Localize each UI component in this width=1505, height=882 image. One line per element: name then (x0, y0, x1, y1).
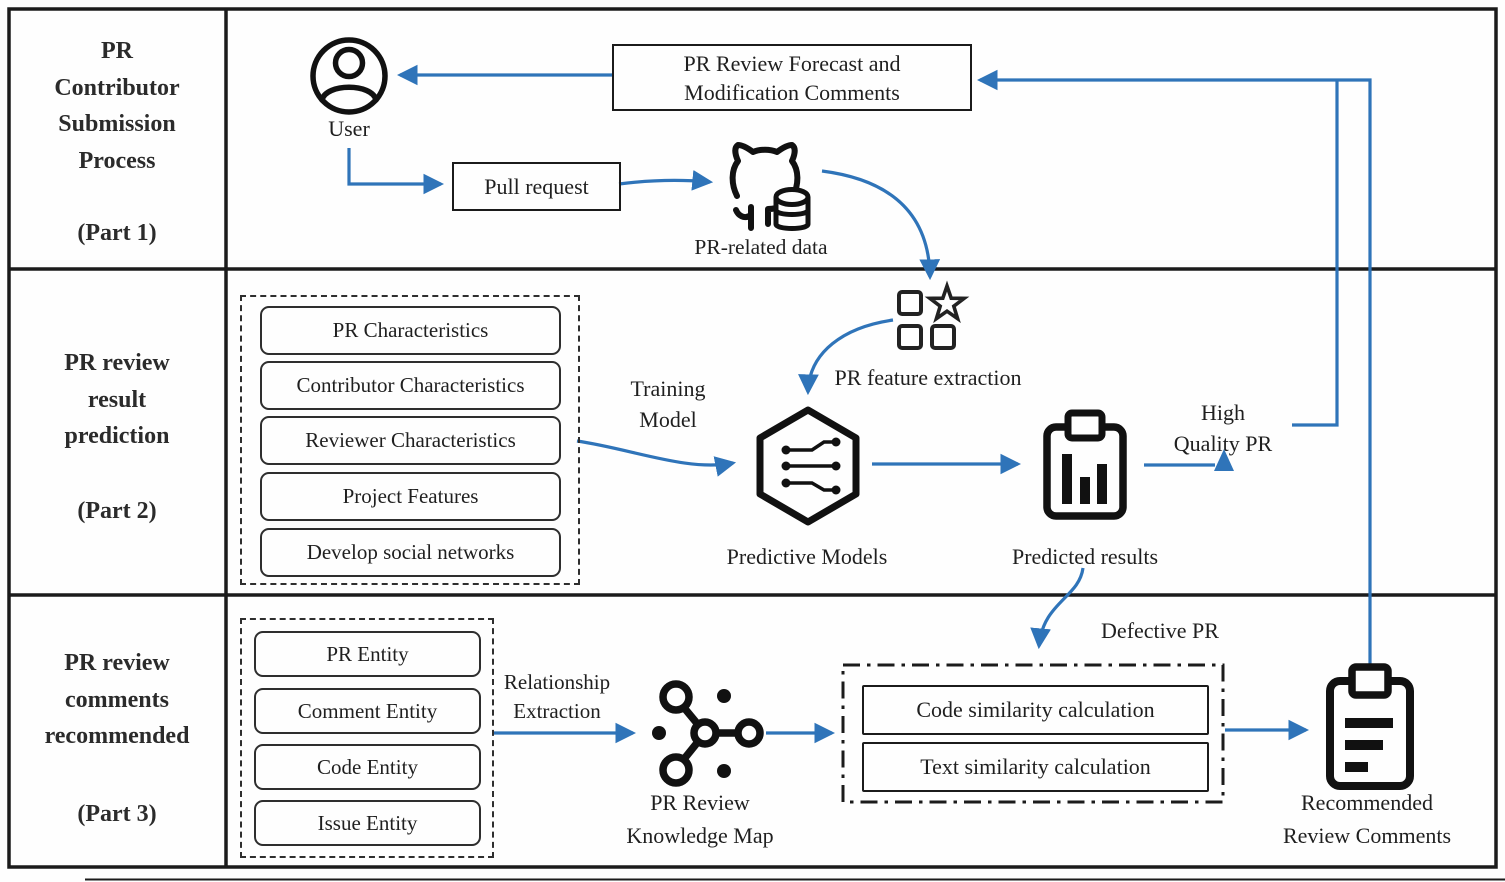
feature-label-1: Contributor Characteristics (296, 373, 525, 397)
kmap-line2: Knowledge Map (626, 823, 774, 848)
row2-line2: result (87, 386, 147, 413)
pr-feature-extraction-label: PR feature extraction (834, 365, 1022, 390)
feature-box-pr-characteristics: PR Characteristics (260, 306, 561, 355)
training-line2: Model (639, 407, 697, 432)
row1-line3: Submission (58, 111, 176, 137)
entity-label-0: PR Entity (326, 641, 409, 666)
line-highquality-elbow (1292, 80, 1339, 427)
high-quality-pr-label: High Quality PR (1174, 397, 1272, 459)
predicted-results-label: Predicted results (1011, 544, 1159, 569)
recommended-review-comments-label: Recommended Review Comments (1283, 786, 1451, 852)
feature-box-contributor-characteristics: Contributor Characteristics (260, 361, 561, 410)
text-similarity-label: Text similarity calculation (920, 754, 1151, 779)
row3-part-label: (Part 3) (77, 801, 157, 827)
recommended-line1: Recommended (1301, 790, 1433, 815)
kmap-line1: PR Review (650, 790, 750, 815)
relationship-line2: Extraction (513, 699, 601, 723)
entities-dashed-box (240, 618, 494, 858)
feature-label-4: Develop social networks (306, 540, 515, 564)
arrow-github-to-features (821, 169, 941, 281)
hexagon-circuit-icon (756, 406, 860, 526)
row1-part-label: (Part 1) (77, 220, 157, 246)
entity-box-pr: PR Entity (254, 631, 481, 677)
relationship-line1: Relationship (503, 670, 611, 694)
row2-line3: prediction (64, 423, 170, 449)
forecast-line2: Modification Comments (684, 79, 900, 105)
training-model-label: Training Model (631, 373, 706, 435)
row2-part-label: (Part 2) (77, 498, 157, 524)
pr-related-data-label: PR-related data (694, 235, 828, 259)
outer-border (7, 7, 1498, 869)
row-label-part3: PR review comments recommended (8, 645, 226, 755)
entity-box-issue: Issue Entity (254, 800, 481, 846)
row3-line3: recommended (44, 723, 190, 749)
characteristics-dashed-box (240, 295, 580, 585)
code-similarity-label: Code similarity calculation (916, 697, 1155, 722)
entity-box-code: Code Entity (254, 744, 481, 790)
arrow-extraction-to-model (798, 318, 894, 396)
row-label-part2: PR review result prediction (8, 345, 226, 455)
code-similarity-box: Code similarity calculation (862, 685, 1209, 735)
row3-line1: PR review (64, 650, 170, 676)
feature-box-develop-social-networks: Develop social networks (260, 528, 561, 577)
knowledge-map-label: PR Review Knowledge Map (626, 786, 773, 852)
arrowhead-highquality-up (1214, 449, 1234, 471)
feature-label-0: PR Characteristics (332, 318, 489, 342)
database-icon (773, 187, 811, 231)
training-line1: Training (630, 376, 706, 401)
row3-line2: comments (65, 686, 169, 713)
pull-request-box: Pull request (452, 162, 621, 211)
pull-request-label: Pull request (484, 173, 589, 199)
forecast-line1: PR Review Forecast and (683, 50, 901, 76)
entity-box-comment: Comment Entity (254, 688, 481, 734)
arrow-characteristics-to-model (576, 439, 737, 477)
clipboard-chart-icon (1043, 409, 1127, 520)
clipboard-text-icon (1326, 663, 1414, 790)
relationship-extraction-label: Relationship Extraction (504, 668, 610, 726)
text-similarity-box: Text similarity calculation (862, 742, 1209, 792)
flow-arrows (347, 64, 1372, 744)
forecast-box: PR Review Forecast and Modification Comm… (612, 44, 972, 111)
arrow-pullrequest-to-github (618, 169, 714, 191)
predictive-models-label: Predictive Models (726, 544, 888, 569)
feature-box-reviewer-characteristics: Reviewer Characteristics (260, 416, 561, 465)
row1-line2: Contributor (54, 74, 180, 101)
line-comments-to-forecast (976, 69, 1372, 668)
arrow-results-to-defective (1030, 567, 1085, 650)
high-quality-line2: Quality PR (1173, 431, 1273, 456)
defective-pr-dashdot-box (841, 663, 1225, 804)
entity-label-1: Comment Entity (297, 698, 438, 723)
feature-box-project-features: Project Features (260, 472, 561, 521)
user-icon (310, 37, 388, 115)
table-grid (7, 7, 1505, 881)
defective-pr-label: Defective PR (1101, 618, 1219, 643)
recommended-line2: Review Comments (1282, 823, 1452, 848)
user-label: User (328, 116, 370, 141)
row1-line1: PR (101, 38, 133, 64)
feature-label-2: Reviewer Characteristics (305, 428, 516, 452)
entity-label-3: Issue Entity (317, 810, 418, 835)
entity-label-2: Code Entity (317, 754, 418, 779)
squares-and-star-icon (897, 280, 970, 350)
high-quality-line1: High (1201, 400, 1245, 425)
network-graph-icon (652, 680, 764, 787)
arrow-user-to-pullrequest (347, 148, 445, 195)
row-label-part1: PR Contributor Submission Process (8, 33, 226, 179)
row1-line4: Process (78, 147, 156, 174)
row2-line1: PR review (64, 350, 170, 376)
feature-label-3: Project Features (342, 484, 479, 508)
